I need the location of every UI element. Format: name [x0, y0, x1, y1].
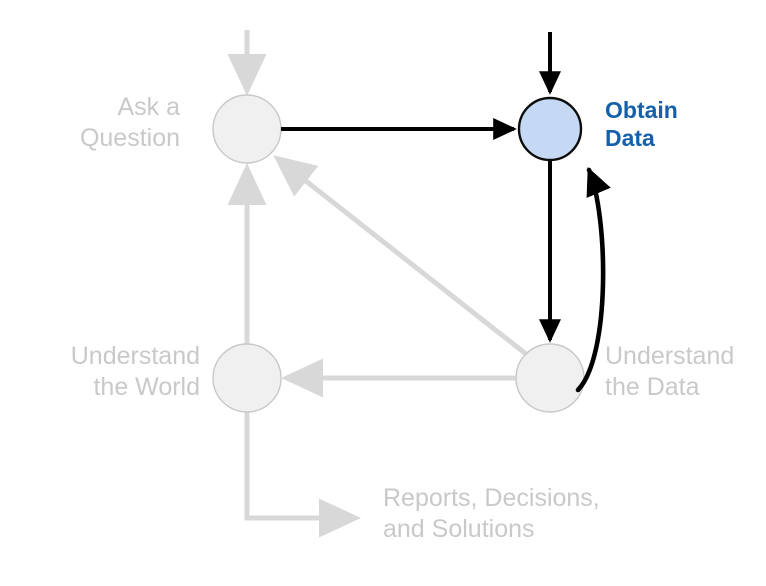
node-understand-the-world[interactable]	[212, 343, 282, 413]
node-ask-a-question[interactable]	[212, 94, 282, 164]
inactive-edge-group	[227, 30, 528, 538]
active-edge-group	[281, 32, 611, 393]
edge-understand-the-data-to-obtain-data	[575, 167, 611, 393]
node-understand-the-data[interactable]	[515, 343, 585, 413]
edge-understand-the-world-to-reports	[244, 412, 362, 538]
edge-understand-the-data-to-ask-a-question	[273, 155, 528, 356]
node-obtain-data[interactable]	[517, 96, 583, 162]
